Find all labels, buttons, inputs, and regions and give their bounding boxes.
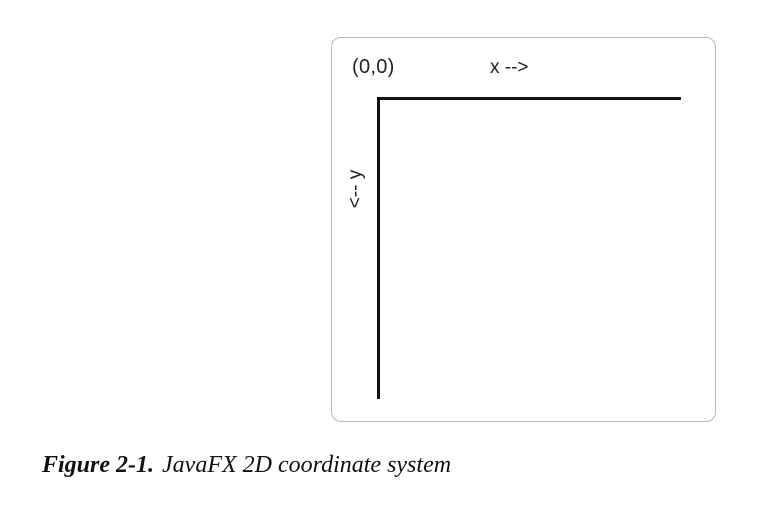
figure-number: Figure 2-1.	[42, 452, 155, 478]
x-axis-line	[379, 97, 681, 100]
figure-caption-text: JavaFX 2D coordinate system	[162, 452, 452, 478]
x-axis-label: x -->	[490, 57, 529, 78]
y-axis-line	[377, 97, 380, 399]
coordinate-diagram-frame	[331, 37, 716, 422]
figure-caption: Figure 2-1. JavaFX 2D coordinate system	[42, 452, 451, 479]
origin-label: (0,0)	[352, 56, 395, 78]
y-axis-label: <-- y	[345, 169, 366, 209]
